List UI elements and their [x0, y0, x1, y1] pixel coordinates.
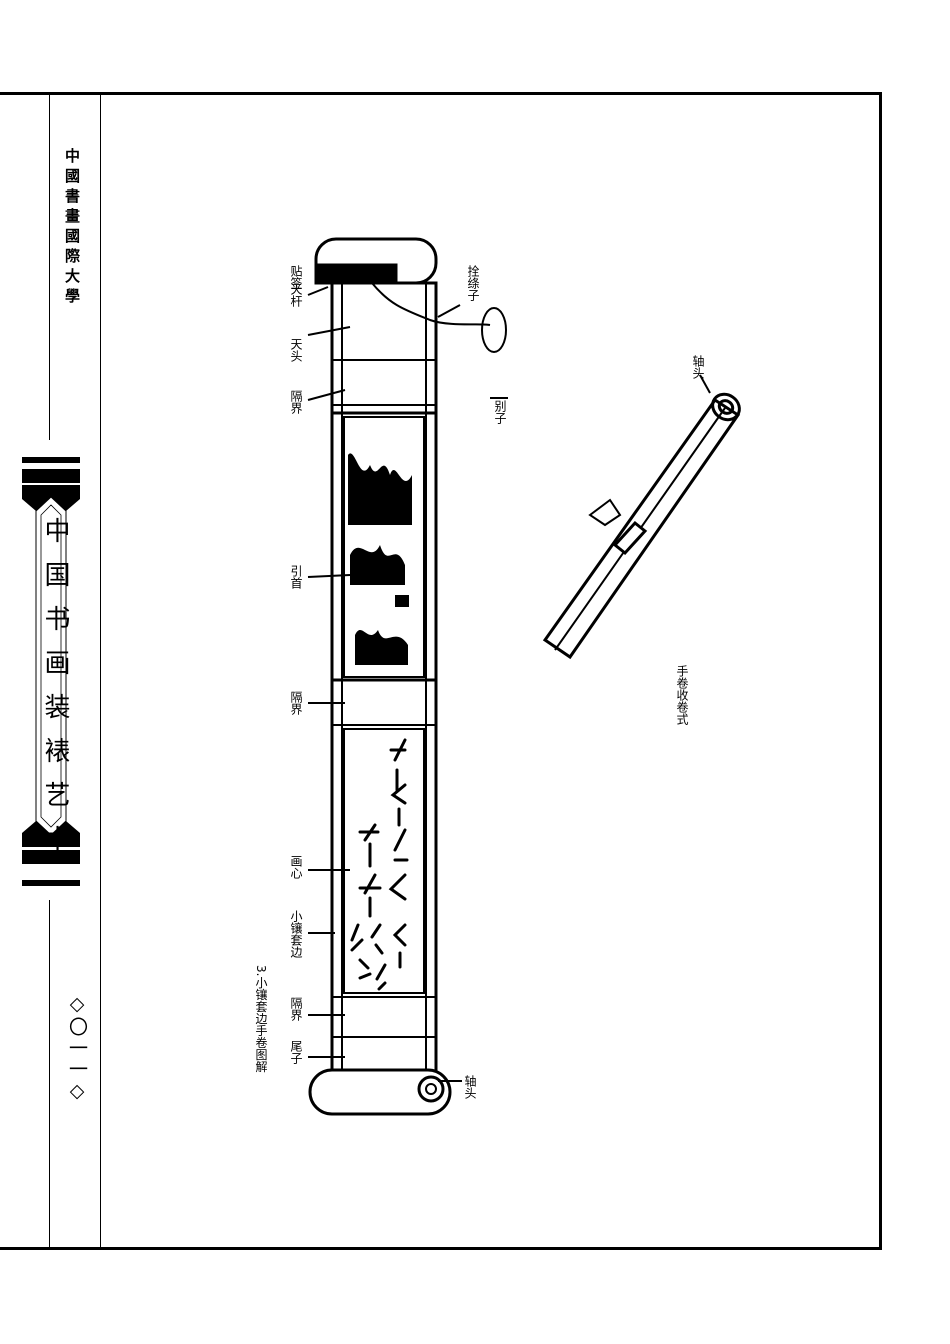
sidebar-rule-bottom	[49, 900, 50, 1247]
label-xiaoxiang: 小镶套边	[289, 910, 303, 958]
label-tiantou: 天头	[289, 338, 303, 362]
label-gejie-mid: 隔界	[289, 691, 303, 715]
label-biezi: 别子	[493, 400, 507, 424]
book-title: 中国书画装裱艺术	[40, 517, 70, 869]
title-plaque	[22, 485, 80, 847]
page-frame-bottom	[0, 1247, 882, 1250]
sidebar-bar	[22, 457, 80, 463]
label-zhoutou-rolled: 轴头	[691, 355, 705, 379]
label-yinshou: 引首	[289, 565, 303, 589]
label-tiangan: 天杆	[289, 283, 303, 307]
handscroll-figure: 贴签 天杆 拴绦子 天头 隔界 别子 引首 隔界 画心 小镶套边 隔界 尾子 3…	[190, 225, 750, 1125]
figure-caption: 3.小镶套边手卷图解	[254, 965, 268, 1073]
collected-caption: 手卷收卷式	[675, 665, 689, 725]
label-weizi: 尾子	[289, 1040, 303, 1064]
label-tiejian: 贴签	[289, 265, 303, 289]
sidebar-bar	[22, 469, 80, 483]
label-gejie-top: 隔界	[289, 390, 303, 414]
label-gejie-low: 隔界	[289, 997, 303, 1021]
page-number: ◇〇一一◇	[66, 993, 88, 1104]
page-frame-right	[879, 92, 882, 1250]
margin-rule	[100, 95, 101, 1247]
page-frame-top	[0, 92, 882, 95]
label-zhoutou-open: 轴头	[463, 1075, 477, 1099]
handscroll-illustration	[307, 237, 741, 1116]
sidebar-bar	[22, 850, 80, 864]
sidebar-bar	[22, 880, 80, 886]
label-shuandaizi: 拴绦子	[466, 265, 480, 301]
institution-name: 中國書畫國際大學	[63, 148, 81, 308]
sidebar-rule-top	[49, 95, 50, 440]
label-huaxin: 画心	[289, 855, 303, 879]
